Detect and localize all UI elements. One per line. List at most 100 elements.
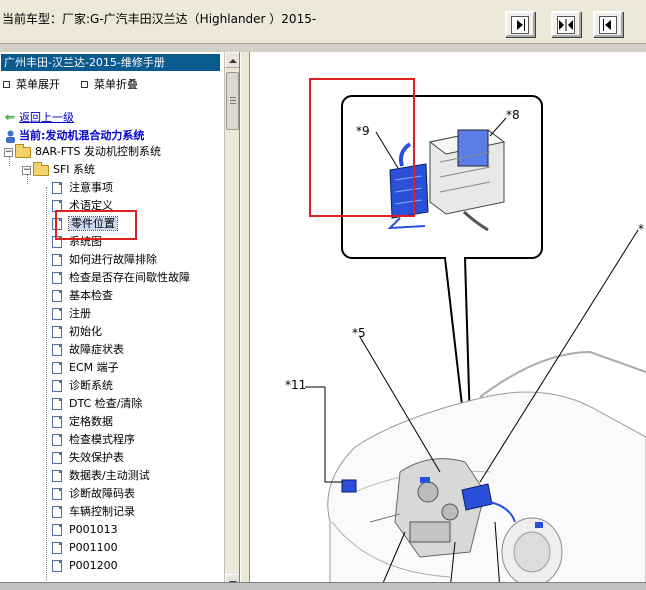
- tree-item-label: 检查模式程序: [69, 433, 135, 446]
- person-icon: [6, 130, 15, 143]
- tree-item[interactable]: 失效保护表: [52, 449, 124, 467]
- expand-menu-link[interactable]: 菜单展开: [16, 78, 60, 91]
- expand-menu-icon: [3, 80, 10, 88]
- tree-item-label: 如何进行故障排除: [69, 253, 157, 266]
- scroll-up-button[interactable]: [225, 52, 239, 68]
- callout-label: *: [638, 222, 644, 236]
- vehicle-title: 当前车型：厂家:G-广汽丰田汉兰达（Highlander ）2015-: [2, 12, 317, 26]
- tree-item[interactable]: 诊断系统: [52, 377, 113, 395]
- document-icon: [52, 308, 62, 320]
- tree-item[interactable]: 检查是否存在间歇性故障: [52, 269, 190, 287]
- tree-item[interactable]: 如何进行故障排除: [52, 251, 157, 269]
- callout-label: *5: [352, 326, 366, 340]
- document-icon: [52, 272, 62, 284]
- junction-block-drawing: [428, 129, 506, 232]
- collapse-left-button[interactable]: [505, 11, 535, 37]
- expand-left-button[interactable]: [593, 11, 623, 37]
- document-icon: [52, 380, 62, 392]
- tree-item-label: 失效保护表: [69, 451, 124, 464]
- collapse-menu-link[interactable]: 菜单折叠: [94, 78, 138, 91]
- tree-item[interactable]: 初始化: [52, 323, 102, 341]
- ecm-part: [461, 483, 493, 511]
- sidebar-scrollbar[interactable]: [224, 52, 239, 590]
- tree-item-label: 数据表/主动测试: [69, 469, 150, 482]
- manual-title: 广州丰田-汉兰达-2015-维修手册: [1, 54, 220, 71]
- tree-item-label: P001200: [69, 559, 118, 572]
- arrow-right-icon: [511, 16, 529, 34]
- panel-splitter[interactable]: [240, 52, 250, 590]
- tree-item-label: DTC 检查/清除: [69, 397, 143, 410]
- document-icon: [52, 560, 62, 572]
- tree-item-label: 诊断系统: [69, 379, 113, 392]
- collapse-toggle-icon[interactable]: −: [4, 146, 13, 157]
- split-view-button[interactable]: [551, 11, 581, 37]
- document-icon: [52, 182, 62, 194]
- document-icon: [52, 470, 62, 482]
- collapse-menu-icon: [81, 80, 88, 88]
- current-section: 当前:发动机混合动力系统: [5, 127, 144, 143]
- tree-item[interactable]: ECM 端子: [52, 359, 119, 377]
- document-icon: [52, 524, 62, 536]
- tree-item[interactable]: 基本检查: [52, 287, 113, 305]
- document-icon: [52, 218, 62, 230]
- tree-item[interactable]: 注册: [52, 305, 91, 323]
- folder-icon: [33, 161, 49, 176]
- diagram-viewer: *9 *8 *5 *11 *: [250, 52, 646, 590]
- folder-icon: [15, 143, 31, 158]
- back-link-label: 返回上一级: [19, 111, 75, 124]
- title-bar: 当前车型：厂家:G-广汽丰田汉兰达（Highlander ）2015-: [0, 0, 646, 44]
- tree-item[interactable]: P001100: [52, 539, 118, 557]
- back-link[interactable]: ⇐返回上一级: [5, 109, 74, 125]
- document-icon: [52, 362, 62, 374]
- tree-item[interactable]: P001013: [52, 521, 118, 539]
- callout-label: *11: [285, 378, 307, 392]
- tree-item[interactable]: DTC 检查/清除: [52, 395, 142, 413]
- back-arrow-icon: ⇐: [5, 110, 16, 124]
- callout-label: *9: [356, 124, 370, 138]
- tree-item-label: 车辆控制记录: [69, 505, 135, 518]
- document-icon: [52, 506, 62, 518]
- tree-node-label: SFI 系统: [53, 163, 96, 176]
- tree-item[interactable]: P001200: [52, 557, 118, 575]
- vehicle-drawing: [327, 350, 646, 590]
- collapse-toggle-icon[interactable]: −: [22, 164, 31, 175]
- scroll-thumb[interactable]: [226, 72, 239, 130]
- tree-item[interactable]: 零件位置: [52, 215, 118, 233]
- tree-item[interactable]: 定格数据: [52, 413, 113, 431]
- tree-item[interactable]: 诊断故障码表: [52, 485, 135, 503]
- document-icon: [52, 452, 62, 464]
- document-icon: [52, 542, 62, 554]
- document-icon: [52, 344, 62, 356]
- status-bar: [0, 582, 646, 590]
- tree-node-label: 8AR-FTS 发动机控制系统: [35, 145, 162, 158]
- tree-item-label: 定格数据: [69, 415, 113, 428]
- document-icon: [52, 398, 62, 410]
- tree-item[interactable]: 术语定义: [52, 197, 113, 215]
- document-icon: [52, 416, 62, 428]
- double-arrow-icon: [557, 16, 575, 34]
- tree-node-engine-control[interactable]: − 8AR-FTS 发动机控制系统: [4, 143, 161, 161]
- document-icon: [52, 254, 62, 266]
- tree-item-label: 注册: [69, 307, 91, 320]
- tree-node-sfi-system[interactable]: − SFI 系统: [22, 161, 95, 179]
- tree-item-label: 故障症状表: [69, 343, 124, 356]
- tree-item[interactable]: 检查模式程序: [52, 431, 135, 449]
- tree-item-label: 基本检查: [69, 289, 113, 302]
- highlight-box-parts-location: [55, 210, 137, 240]
- highlight-box-ecm: [309, 78, 415, 217]
- current-section-label: 当前:发动机混合动力系统: [19, 129, 145, 142]
- document-icon: [52, 290, 62, 302]
- document-icon: [52, 236, 62, 248]
- document-icon: [52, 488, 62, 500]
- tree-item-label: P001100: [69, 541, 118, 554]
- tree-item[interactable]: 数据表/主动测试: [52, 467, 150, 485]
- tree-item-label: 零件位置: [68, 216, 118, 231]
- tree-item[interactable]: 注意事项: [52, 179, 113, 197]
- tree-item[interactable]: 故障症状表: [52, 341, 124, 359]
- callout-label: *8: [506, 108, 520, 122]
- navigation-panel: 广州丰田-汉兰达-2015-维修手册 菜单展开 菜单折叠 ⇐返回上一级 当前:发…: [0, 52, 240, 590]
- menu-toggle-row: 菜单展开 菜单折叠: [3, 76, 138, 92]
- parts-location-diagram: [305, 78, 646, 590]
- tree-item[interactable]: 车辆控制记录: [52, 503, 135, 521]
- tree-item-label: 诊断故障码表: [69, 487, 135, 500]
